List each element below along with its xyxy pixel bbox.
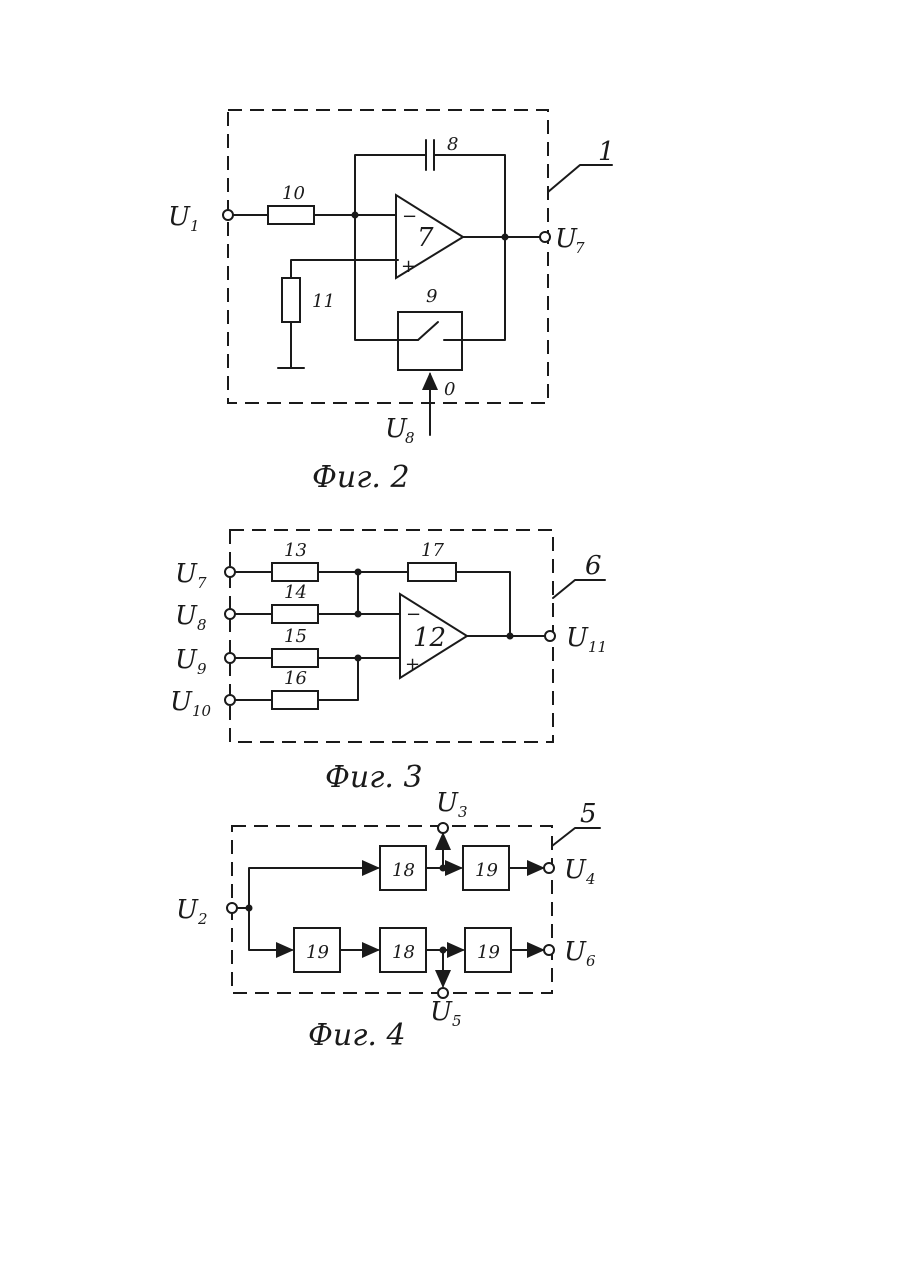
fig3-caption: Фиг. 3 bbox=[325, 760, 423, 795]
fig4-bottom-block-19b-label: 19 bbox=[477, 942, 500, 963]
fig4-bottom-block-18-label: 18 bbox=[392, 942, 415, 963]
resistor-14 bbox=[272, 605, 318, 623]
resistor-15-label: 15 bbox=[284, 626, 307, 647]
fig4-bottom-tap-label: U bbox=[430, 997, 453, 1027]
fig2-caption: Фиг. 2 bbox=[312, 460, 410, 495]
fig3-output-label: U bbox=[566, 623, 589, 653]
fig4-bottom-output-label: U bbox=[564, 937, 587, 967]
resistor-10 bbox=[268, 206, 314, 224]
fig4-block-ref: 5 bbox=[580, 799, 597, 829]
fig4-bottom-output-sub: 6 bbox=[586, 952, 596, 970]
opamp-12-label: 12 bbox=[413, 623, 446, 653]
fig3-output-sub: 11 bbox=[588, 638, 607, 656]
fig2-block-boundary bbox=[228, 110, 548, 403]
fig4-top-tap-label: U bbox=[436, 788, 459, 818]
switch-9-label: 9 bbox=[426, 286, 437, 307]
fig3-input-label-3: U bbox=[175, 645, 198, 675]
fig4-bottom-output-terminal bbox=[544, 945, 554, 955]
resistor-10-label: 10 bbox=[282, 183, 305, 204]
resistor-11 bbox=[282, 278, 300, 322]
resistor-16 bbox=[272, 691, 318, 709]
resistor-17 bbox=[408, 563, 456, 581]
fig4-bottom-block-19a-label: 19 bbox=[306, 942, 329, 963]
fig3-input-sub-1: 7 bbox=[197, 574, 207, 592]
fig3-input-label-1: U bbox=[175, 559, 198, 589]
fig4-bottom-tap-sub: 5 bbox=[452, 1012, 462, 1030]
fig3-input-sub-2: 8 bbox=[197, 616, 207, 634]
fig3-input-sub-3: 9 bbox=[197, 660, 207, 678]
opamp-7-minus: − bbox=[402, 206, 417, 227]
fig2-output-terminal bbox=[540, 232, 550, 242]
fig4-input-terminal bbox=[227, 903, 237, 913]
fig3-block-ref: 6 bbox=[585, 551, 602, 581]
resistor-13 bbox=[272, 563, 318, 581]
resistor-16-label: 16 bbox=[284, 668, 307, 689]
fig3-input-terminal-2 bbox=[225, 609, 235, 619]
resistor-17-label: 17 bbox=[421, 540, 444, 561]
fig4-top-tap-sub: 3 bbox=[458, 803, 468, 821]
fig4-input-label: U bbox=[176, 895, 199, 925]
fig2-output-sub: 7 bbox=[575, 239, 585, 257]
fig3-input-label-2: U bbox=[175, 601, 198, 631]
fig3-input-label-4: U bbox=[170, 687, 193, 717]
fig3-input-terminal-4 bbox=[225, 695, 235, 705]
fig3-input-terminal-3 bbox=[225, 653, 235, 663]
fig4-top-block-19-label: 19 bbox=[475, 860, 498, 881]
resistor-14-label: 14 bbox=[284, 582, 307, 603]
fig4-caption: Фиг. 4 bbox=[308, 1018, 406, 1053]
fig3-output-terminal bbox=[545, 631, 555, 641]
fig4-top-block-18-label: 18 bbox=[392, 860, 415, 881]
fig2-input-label: U bbox=[168, 202, 191, 232]
fig2-input-sub: 1 bbox=[190, 217, 200, 235]
opamp-7-label: 7 bbox=[417, 223, 434, 253]
opamp-12-plus: + bbox=[405, 654, 420, 675]
fig4-top-output-terminal bbox=[544, 863, 554, 873]
fig4-input-sub: 2 bbox=[197, 910, 208, 928]
fig2-block-ref: 1 bbox=[598, 137, 615, 167]
resistor-15 bbox=[272, 649, 318, 667]
opamp-12-minus: − bbox=[406, 604, 421, 625]
figure-4: U 2 U 3 U 4 U 5 U 6 18 19 19 18 19 5 Фиг… bbox=[176, 788, 600, 1053]
fig4-top-tap-terminal bbox=[438, 823, 448, 833]
fig4-top-output-sub: 4 bbox=[585, 870, 596, 888]
resistor-13-label: 13 bbox=[284, 540, 307, 561]
fig3-input-sub-4: 10 bbox=[192, 702, 212, 720]
fig3-input-terminal-1 bbox=[225, 567, 235, 577]
resistor-11-label: 11 bbox=[312, 291, 335, 312]
fig2-control-sub: 8 bbox=[405, 429, 415, 447]
figure-3: U 7 U 8 U 9 U 10 U 11 13 14 15 16 17 12 … bbox=[170, 530, 607, 795]
fig2-control-mark: 0 bbox=[444, 379, 455, 400]
capacitor-8-label: 8 bbox=[447, 134, 458, 155]
fig4-top-output-label: U bbox=[564, 855, 587, 885]
fig2-input-terminal bbox=[223, 210, 233, 220]
figure-2: U 1 U 7 U 8 8 10 11 7 − + 9 0 1 Фиг. 2 bbox=[168, 110, 615, 495]
opamp-7-plus: + bbox=[401, 256, 416, 277]
